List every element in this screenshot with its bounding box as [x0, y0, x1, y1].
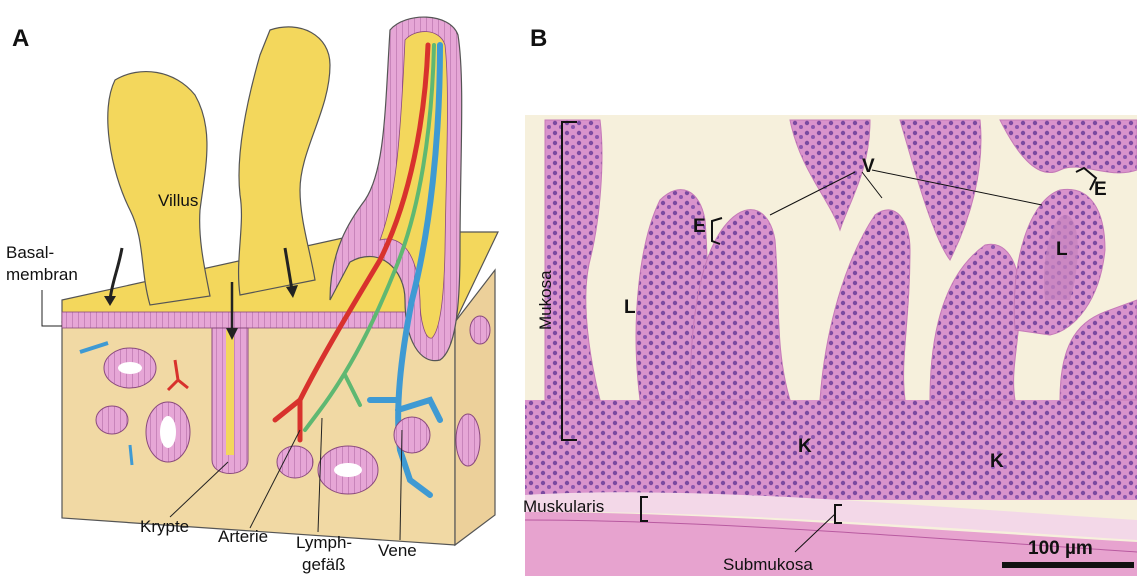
label-basalmembran-line2: membran [6, 265, 78, 284]
label-mukosa: Mukosa [536, 270, 555, 330]
panel-a-letter: A [12, 25, 29, 52]
label-krypte: Krypte [140, 517, 189, 536]
panel-b-letter: B [530, 25, 547, 52]
label-arterie: Arterie [218, 527, 268, 546]
label-villus: Villus [158, 191, 198, 210]
scale-bar-label: 100 µm [1028, 538, 1093, 559]
label-e-left: E [693, 216, 706, 237]
label-lymph-line2: gefäß [302, 555, 345, 574]
small-vein-bottom [130, 445, 132, 465]
gland-section-2 [96, 406, 128, 434]
label-e-right: E [1094, 179, 1107, 200]
gland-section-8 [470, 316, 490, 344]
gland-section-4 [277, 446, 313, 478]
epithelium-band [62, 312, 455, 328]
villus-left [108, 72, 210, 305]
label-k-right: K [990, 451, 1004, 472]
label-submukosa: Submukosa [723, 555, 813, 574]
scale-bar [1002, 562, 1134, 568]
gland-lumen-5 [334, 463, 362, 477]
crypt-lumen [226, 330, 234, 455]
label-k-left: K [798, 436, 812, 457]
tissue-block-side [455, 270, 495, 545]
label-lymph-line1: Lymph- [296, 533, 352, 552]
label-l-right: L [1056, 239, 1068, 260]
gland-lumen-1 [118, 362, 142, 374]
gland-section-7 [456, 414, 480, 466]
label-vene: Vene [378, 541, 417, 560]
panel-a-diagram: A [6, 17, 498, 574]
label-muskularis: Muskularis [523, 497, 604, 516]
panel-b-micrograph: B V E E L L [523, 25, 1137, 576]
label-l-left: L [624, 297, 636, 318]
gland-lumen-3 [160, 416, 176, 448]
label-basalmembran-line1: Basal- [6, 243, 54, 262]
gland-section-6 [394, 417, 430, 453]
mucosa-base [525, 400, 1137, 500]
leader-basalmembran [42, 290, 62, 326]
